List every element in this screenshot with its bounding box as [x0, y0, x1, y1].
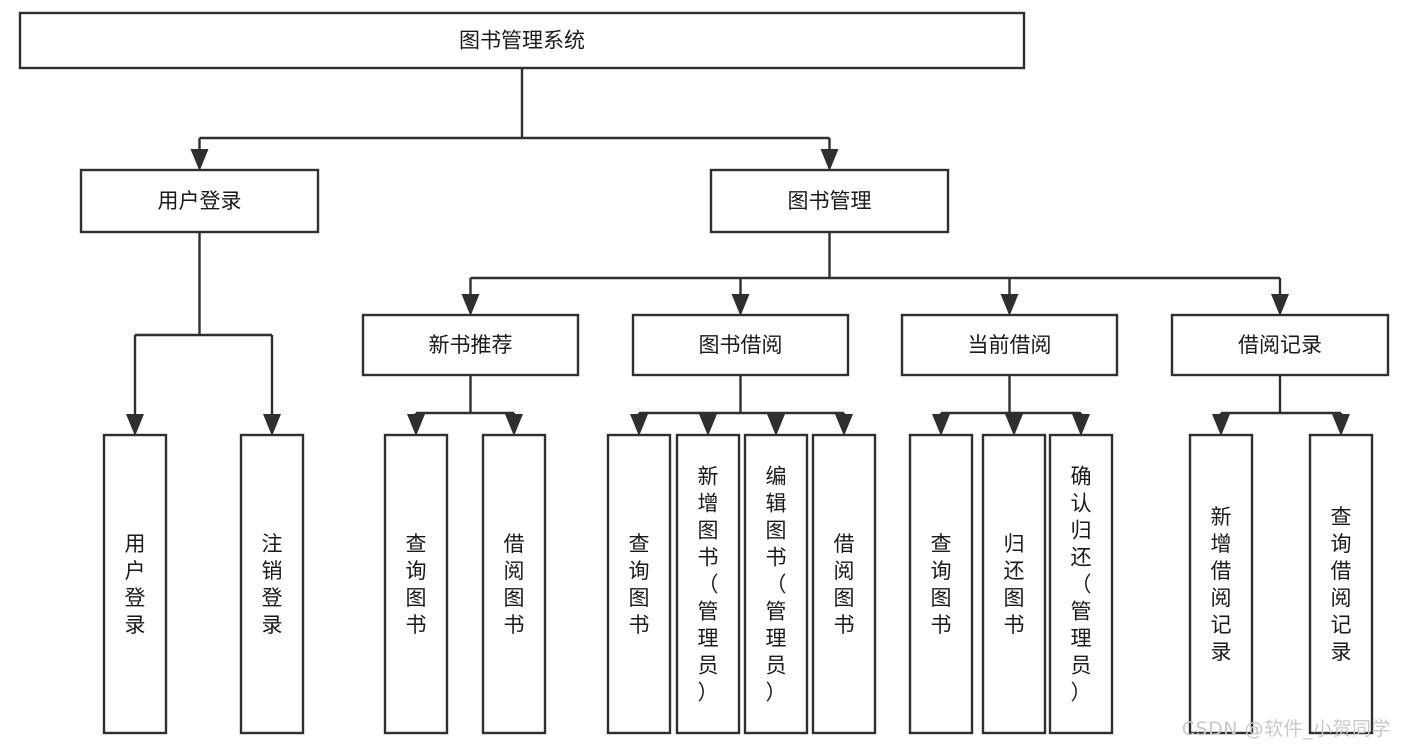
node-leaf_3[interactable]: 借阅图书 [481, 433, 547, 735]
node-box [1188, 433, 1254, 735]
edges-layer [126, 68, 1350, 436]
node-box [606, 433, 672, 735]
node-box [811, 433, 877, 735]
node-l3_2[interactable]: 当前借阅 [900, 313, 1119, 377]
node-leaf_2[interactable]: 查询图书 [383, 433, 449, 735]
node-box [1170, 313, 1390, 377]
node-box [709, 168, 950, 234]
node-label: 借阅图书 [834, 532, 855, 637]
node-label: 查询图书 [406, 532, 427, 637]
node-leaf_1[interactable]: 注销登录 [239, 433, 305, 735]
node-label: 图书管理系统 [459, 29, 585, 53]
node-label: 借阅记录 [1238, 333, 1322, 357]
node-box [383, 433, 449, 735]
node-label: 图书管理 [788, 189, 872, 213]
node-label: 注销登录 [262, 532, 283, 637]
node-l3_3[interactable]: 借阅记录 [1170, 313, 1390, 377]
node-leaf_9[interactable]: 归还图书 [981, 433, 1047, 735]
node-label: 编辑图书（管理员） [766, 465, 787, 705]
node-box [631, 313, 850, 377]
node-label: 用户登录 [158, 189, 242, 213]
node-label: 查询图书 [629, 532, 650, 637]
node-leaf_0[interactable]: 用户登录 [102, 433, 168, 735]
node-box [900, 313, 1119, 377]
node-leaf_6[interactable]: 编辑图书（管理员） [743, 433, 809, 735]
watermark-csdn: CSDN @软件_小贺同学 [1181, 718, 1391, 740]
node-box [908, 433, 974, 735]
node-box [981, 433, 1047, 735]
node-box [1308, 433, 1374, 735]
nodes-layer: 图书管理系统用户登录图书管理新书推荐图书借阅当前借阅借阅记录用户登录注销登录查询… [18, 11, 1390, 735]
node-label: 借阅图书 [504, 532, 525, 637]
node-root[interactable]: 图书管理系统 [18, 11, 1026, 70]
node-leaf_12[interactable]: 查询借阅记录 [1308, 433, 1374, 735]
node-l2_0[interactable]: 用户登录 [79, 168, 320, 234]
node-label: 图书借阅 [699, 333, 783, 357]
node-label: 查询图书 [931, 532, 952, 637]
node-box [239, 433, 305, 735]
node-l2_1[interactable]: 图书管理 [709, 168, 950, 234]
node-leaf_10[interactable]: 确认归还（管理员） [1048, 433, 1114, 735]
node-label: 用户登录 [125, 532, 146, 637]
node-label: 新增图书（管理员） [698, 465, 719, 705]
node-box [102, 433, 168, 735]
node-label: 新书推荐 [429, 333, 513, 357]
node-box [743, 433, 809, 735]
node-leaf_4[interactable]: 查询图书 [606, 433, 672, 735]
node-label: 新增借阅记录 [1211, 505, 1232, 664]
node-leaf_7[interactable]: 借阅图书 [811, 433, 877, 735]
node-label: 归还图书 [1004, 532, 1025, 637]
node-leaf_11[interactable]: 新增借阅记录 [1188, 433, 1254, 735]
node-box [79, 168, 320, 234]
node-l3_1[interactable]: 图书借阅 [631, 313, 850, 377]
node-box [675, 433, 741, 735]
node-label: 当前借阅 [968, 333, 1052, 357]
node-l3_0[interactable]: 新书推荐 [361, 313, 580, 377]
node-box [481, 433, 547, 735]
node-leaf_5[interactable]: 新增图书（管理员） [675, 433, 741, 735]
node-leaf_8[interactable]: 查询图书 [908, 433, 974, 735]
node-box [361, 313, 580, 377]
node-label: 查询借阅记录 [1331, 505, 1352, 664]
node-box [1048, 433, 1114, 735]
node-label: 确认归还（管理员） [1071, 465, 1092, 705]
node-box [18, 11, 1026, 70]
